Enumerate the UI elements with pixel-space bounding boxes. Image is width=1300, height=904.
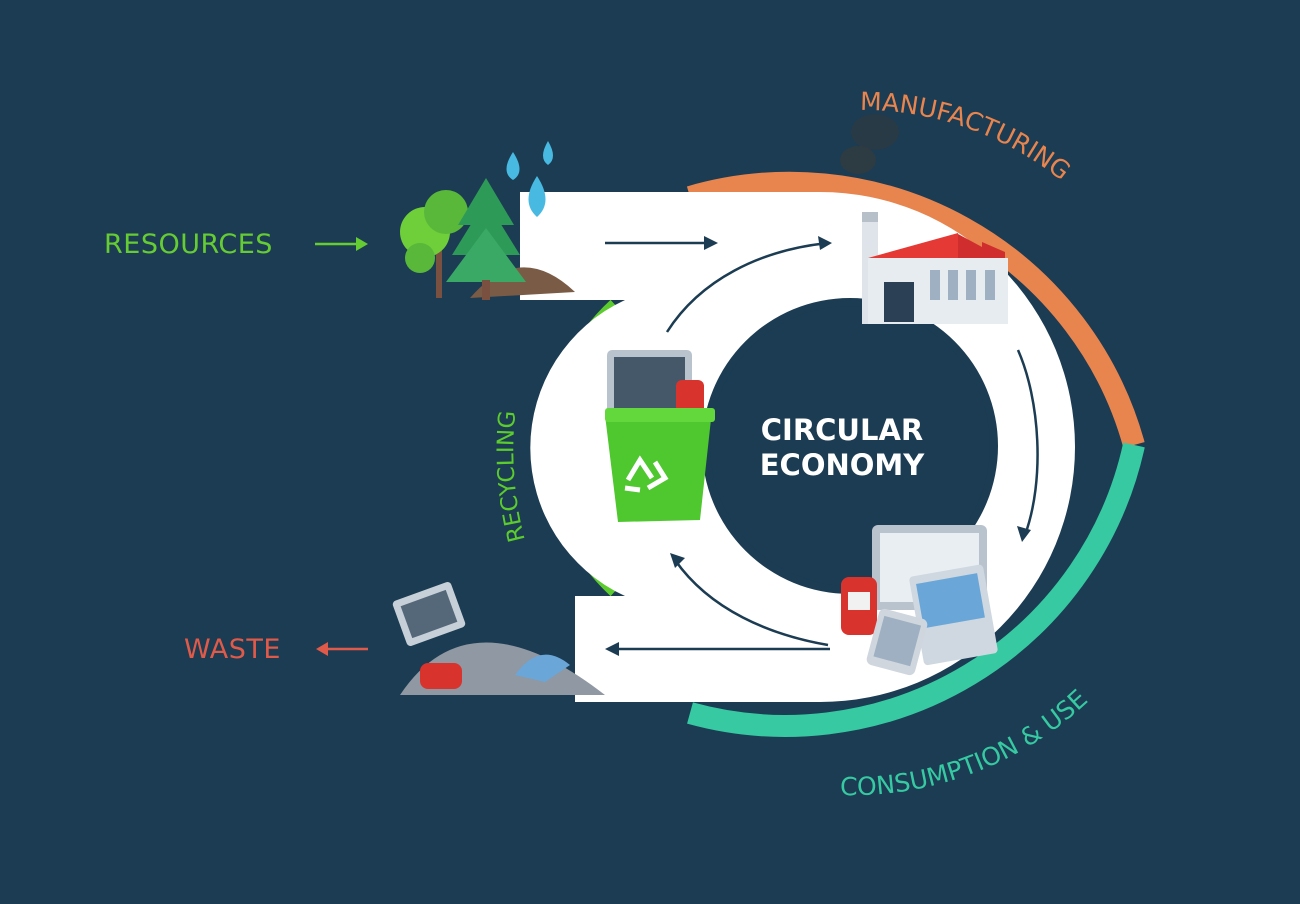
center-title: CIRCULAR ECONOMY <box>722 413 962 483</box>
arrowhead <box>704 236 718 250</box>
trees-icon <box>400 178 575 300</box>
center-title-line1: CIRCULAR <box>760 413 924 447</box>
factory-icon <box>840 114 1008 324</box>
arrowhead <box>605 642 619 656</box>
arrowhead <box>818 236 832 250</box>
consumption-arc <box>687 442 1145 737</box>
arrow-recycling-to-manufacturing <box>665 241 829 333</box>
devices-icon <box>841 525 998 676</box>
center-circle <box>710 306 990 586</box>
waste-label: WASTE <box>184 634 281 665</box>
arrow-manufacturing-to-consumption <box>1016 349 1039 536</box>
resources-label: RESOURCES <box>104 229 273 260</box>
manufacturing-arc <box>686 171 1145 448</box>
arrowhead <box>356 237 368 251</box>
water-drop-icon <box>506 141 553 217</box>
consumption-label: CONSUMPTION & USE <box>840 684 1093 801</box>
arrow-consumption-to-recycling <box>673 559 829 647</box>
recycle-bin-icon <box>605 350 715 522</box>
center-title-line2: ECONOMY <box>759 448 925 482</box>
arrowhead <box>316 642 328 656</box>
arrowhead <box>670 553 685 568</box>
arrowhead <box>1017 526 1031 542</box>
recycling-label: RECYCLING <box>493 410 531 545</box>
waste-pile-icon <box>392 581 605 695</box>
